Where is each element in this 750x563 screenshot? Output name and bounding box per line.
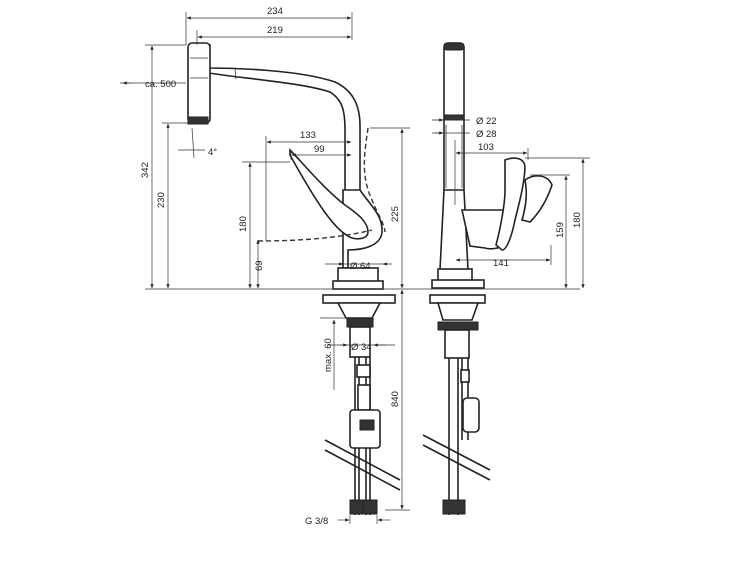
dim-max60-label: max. 60 bbox=[323, 338, 334, 372]
dim-69-label: 69 bbox=[254, 260, 265, 271]
dim-180-right-label: 180 bbox=[572, 212, 583, 228]
mounting-assembly bbox=[322, 294, 401, 515]
front-dimensions bbox=[432, 118, 590, 289]
dim-28-label: Ø 28 bbox=[476, 129, 497, 140]
dim-angle-label: 4° bbox=[208, 147, 217, 158]
dim-225-label: 225 bbox=[390, 206, 401, 222]
front-mounting bbox=[422, 294, 491, 515]
dim-34-label: Ø 34 bbox=[351, 342, 372, 353]
dim-99-label: 99 bbox=[314, 144, 325, 155]
dim-141-label: 141 bbox=[493, 258, 509, 269]
dim-103-label: 103 bbox=[478, 142, 494, 153]
pull-out-spout bbox=[187, 42, 361, 190]
dim-g38-label: G 3/8 bbox=[305, 516, 328, 527]
spout-column bbox=[443, 42, 465, 194]
dim-ca500-label: ca. 500 bbox=[145, 79, 176, 90]
lever-lower-position bbox=[257, 229, 373, 242]
dim-64-label: Ø 64 bbox=[350, 261, 371, 272]
dim-133-label: 133 bbox=[300, 130, 316, 141]
lever-swing-path bbox=[363, 127, 386, 233]
front-body bbox=[431, 157, 553, 289]
dim-219-label: 219 bbox=[267, 25, 283, 36]
dim-234-label: 234 bbox=[267, 6, 283, 17]
dim-159-label: 159 bbox=[555, 222, 566, 238]
faucet-body bbox=[289, 148, 384, 290]
side-view: 234 219 ca. 500 4° 342 230 133 99 180 69… bbox=[120, 6, 420, 527]
dim-180-left-label: 180 bbox=[238, 216, 249, 232]
dim-230-label: 230 bbox=[156, 192, 167, 208]
dim-22-label: Ø 22 bbox=[476, 116, 497, 127]
dim-342-label: 342 bbox=[140, 162, 151, 178]
dim-840-label: 840 bbox=[390, 391, 401, 407]
side-dimensions bbox=[120, 12, 410, 524]
front-view: Ø 22 Ø 28 103 141 159 180 bbox=[420, 42, 590, 515]
